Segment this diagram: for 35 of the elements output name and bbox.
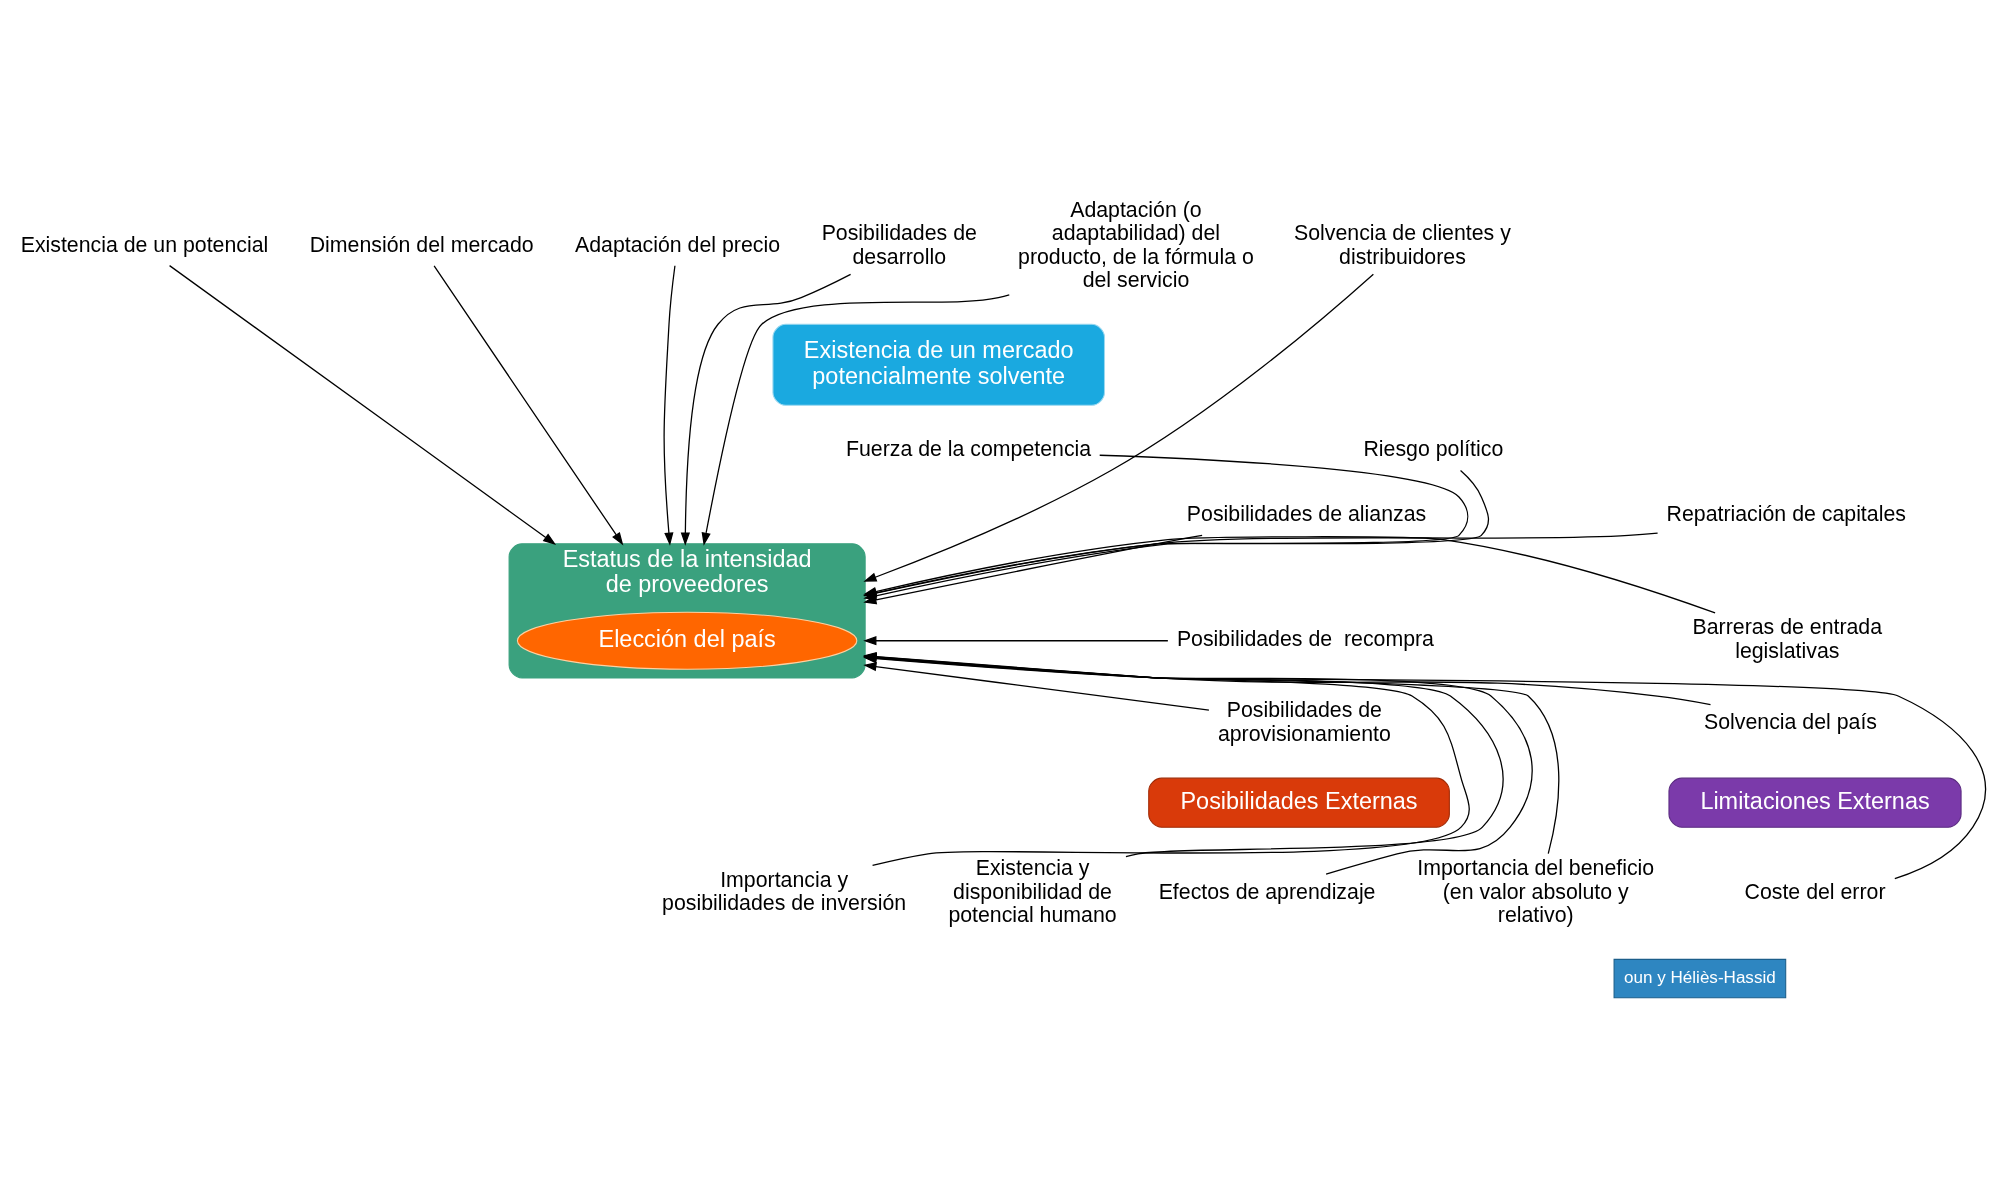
node-text: Repatriación de capitales xyxy=(1666,502,1906,527)
node-text: Solvencia de clientes y distribuidores xyxy=(1294,221,1511,269)
arrow xyxy=(433,265,624,546)
arrow xyxy=(663,265,676,546)
node-text: Posibilidades de alianzas xyxy=(1186,502,1427,527)
arrow xyxy=(863,273,1374,582)
node-text: Existencia de un potencial xyxy=(20,232,269,257)
node-text: Riesgo político xyxy=(1363,437,1504,462)
node-text: Posibilidades de desarrollo xyxy=(821,221,977,269)
node-text: Existencia y disponibilidad de potencial humano xyxy=(948,856,1117,928)
node-box: Posibilidades Externas xyxy=(1148,777,1450,828)
label: oun y Héliès-Hassid xyxy=(1624,967,1776,987)
node-text: Adaptación del precio xyxy=(575,232,781,257)
arrow xyxy=(863,532,1659,598)
node-text: Posibilidades de recompra xyxy=(1176,627,1434,652)
arrow xyxy=(863,636,1169,646)
arrow xyxy=(863,654,1987,880)
node-box: Existencia de un mercado potencialmente solvente xyxy=(772,323,1106,406)
arrow xyxy=(168,265,557,545)
arrow xyxy=(701,294,1010,546)
node-text: Adaptación (o adaptabilidad) del producto, de la fórmula o del servicio xyxy=(1018,197,1254,292)
node-text: Posibilidades de aprovisionamiento xyxy=(1217,698,1391,746)
arrow xyxy=(863,653,1712,706)
node-text: Importancia del beneficio (en valor absoluto y relativo) xyxy=(1417,856,1655,928)
node-text: Dimensión del mercado xyxy=(309,232,534,257)
node-text: Barreras de entrada legislativas xyxy=(1692,615,1883,663)
arrow xyxy=(680,273,852,546)
node-text: Coste del error xyxy=(1744,879,1886,904)
arrow xyxy=(863,662,1210,711)
node-text: Importancia y posibilidades de inversión xyxy=(662,867,907,916)
node-box: Limitaciones Externas xyxy=(1668,777,1962,828)
node-text: Solvencia del país xyxy=(1704,710,1877,735)
node-text: Efectos de aprendizaje xyxy=(1158,879,1376,904)
node-text: Fuerza de la competencia xyxy=(845,437,1092,462)
node-ellipse: Elección del país xyxy=(516,611,858,670)
